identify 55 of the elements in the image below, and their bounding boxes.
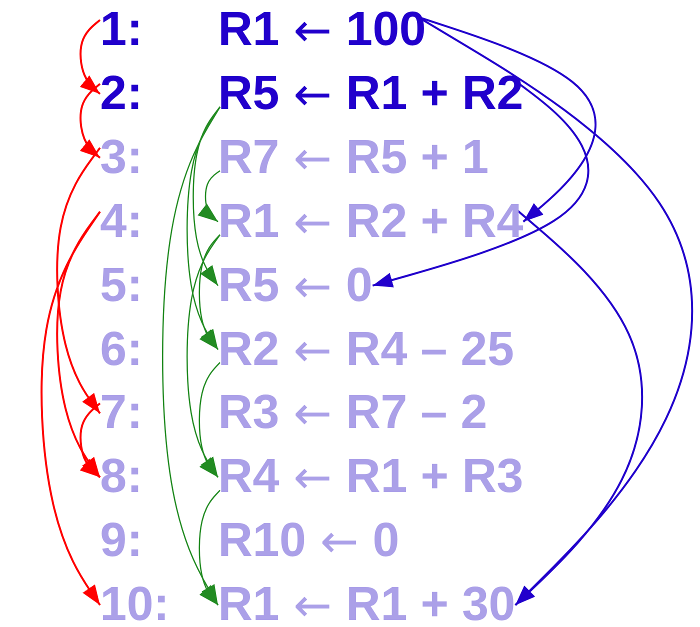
arrow	[514, 208, 644, 606]
source-expression: R2 + R4	[346, 196, 524, 247]
assignment-arrow: ←	[293, 580, 332, 627]
line-number: 5:	[100, 260, 143, 311]
line-number: 1:	[100, 5, 143, 55]
source-expression: R1 + R3	[346, 452, 524, 502]
destination-register: R10	[218, 516, 306, 566]
arrow	[198, 170, 220, 222]
line-number: 7:	[100, 388, 143, 438]
arrow	[192, 106, 221, 286]
source-expression: R4 – 25	[346, 324, 514, 374]
arrow	[186, 234, 221, 478]
source-expression: 100	[346, 5, 426, 55]
assignment-arrow: ←	[293, 196, 332, 247]
destination-register: R4	[218, 452, 280, 502]
source-expression: R1 + 30	[346, 580, 516, 627]
arrow	[198, 234, 220, 350]
line-number: 4:	[100, 196, 143, 247]
source-expression: 0	[372, 516, 400, 566]
assignment-arrow: ←	[293, 68, 332, 119]
source-expression: R5 + 1	[346, 132, 489, 183]
line-number: 2:	[100, 68, 143, 119]
destination-register: R1	[218, 196, 280, 247]
destination-register: R5	[218, 68, 280, 119]
source-expression: R1 + R2	[346, 68, 524, 119]
destination-register: R1	[218, 5, 280, 55]
line-number: 10:	[100, 580, 170, 627]
arrow	[56, 147, 101, 414]
arrow	[56, 211, 101, 478]
destination-register: R7	[218, 132, 280, 183]
line-number: 3:	[100, 132, 143, 183]
line-number: 6:	[100, 324, 143, 374]
destination-register: R3	[218, 388, 280, 438]
assignment-arrow: ←	[320, 516, 359, 566]
assignment-arrow: ←	[293, 324, 332, 374]
arrow	[80, 402, 101, 478]
assignment-arrow: ←	[293, 5, 332, 55]
destination-register: R5	[218, 260, 280, 311]
arrow	[40, 211, 101, 606]
line-number: 8:	[100, 452, 143, 502]
source-expression: 0	[346, 260, 373, 311]
destination-register: R1	[218, 580, 280, 627]
arrow	[198, 362, 220, 478]
arrow	[80, 19, 101, 95]
arrow	[80, 83, 101, 159]
destination-register: R2	[218, 324, 280, 374]
assignment-arrow: ←	[293, 452, 332, 502]
assignment-arrow: ←	[293, 132, 332, 183]
arrow	[198, 490, 220, 606]
line-number: 9:	[100, 516, 143, 566]
assignment-arrow: ←	[293, 260, 332, 311]
assignment-arrow: ←	[293, 388, 332, 438]
arrow	[162, 106, 221, 606]
source-expression: R7 – 2	[346, 388, 488, 438]
arrow	[186, 106, 221, 350]
